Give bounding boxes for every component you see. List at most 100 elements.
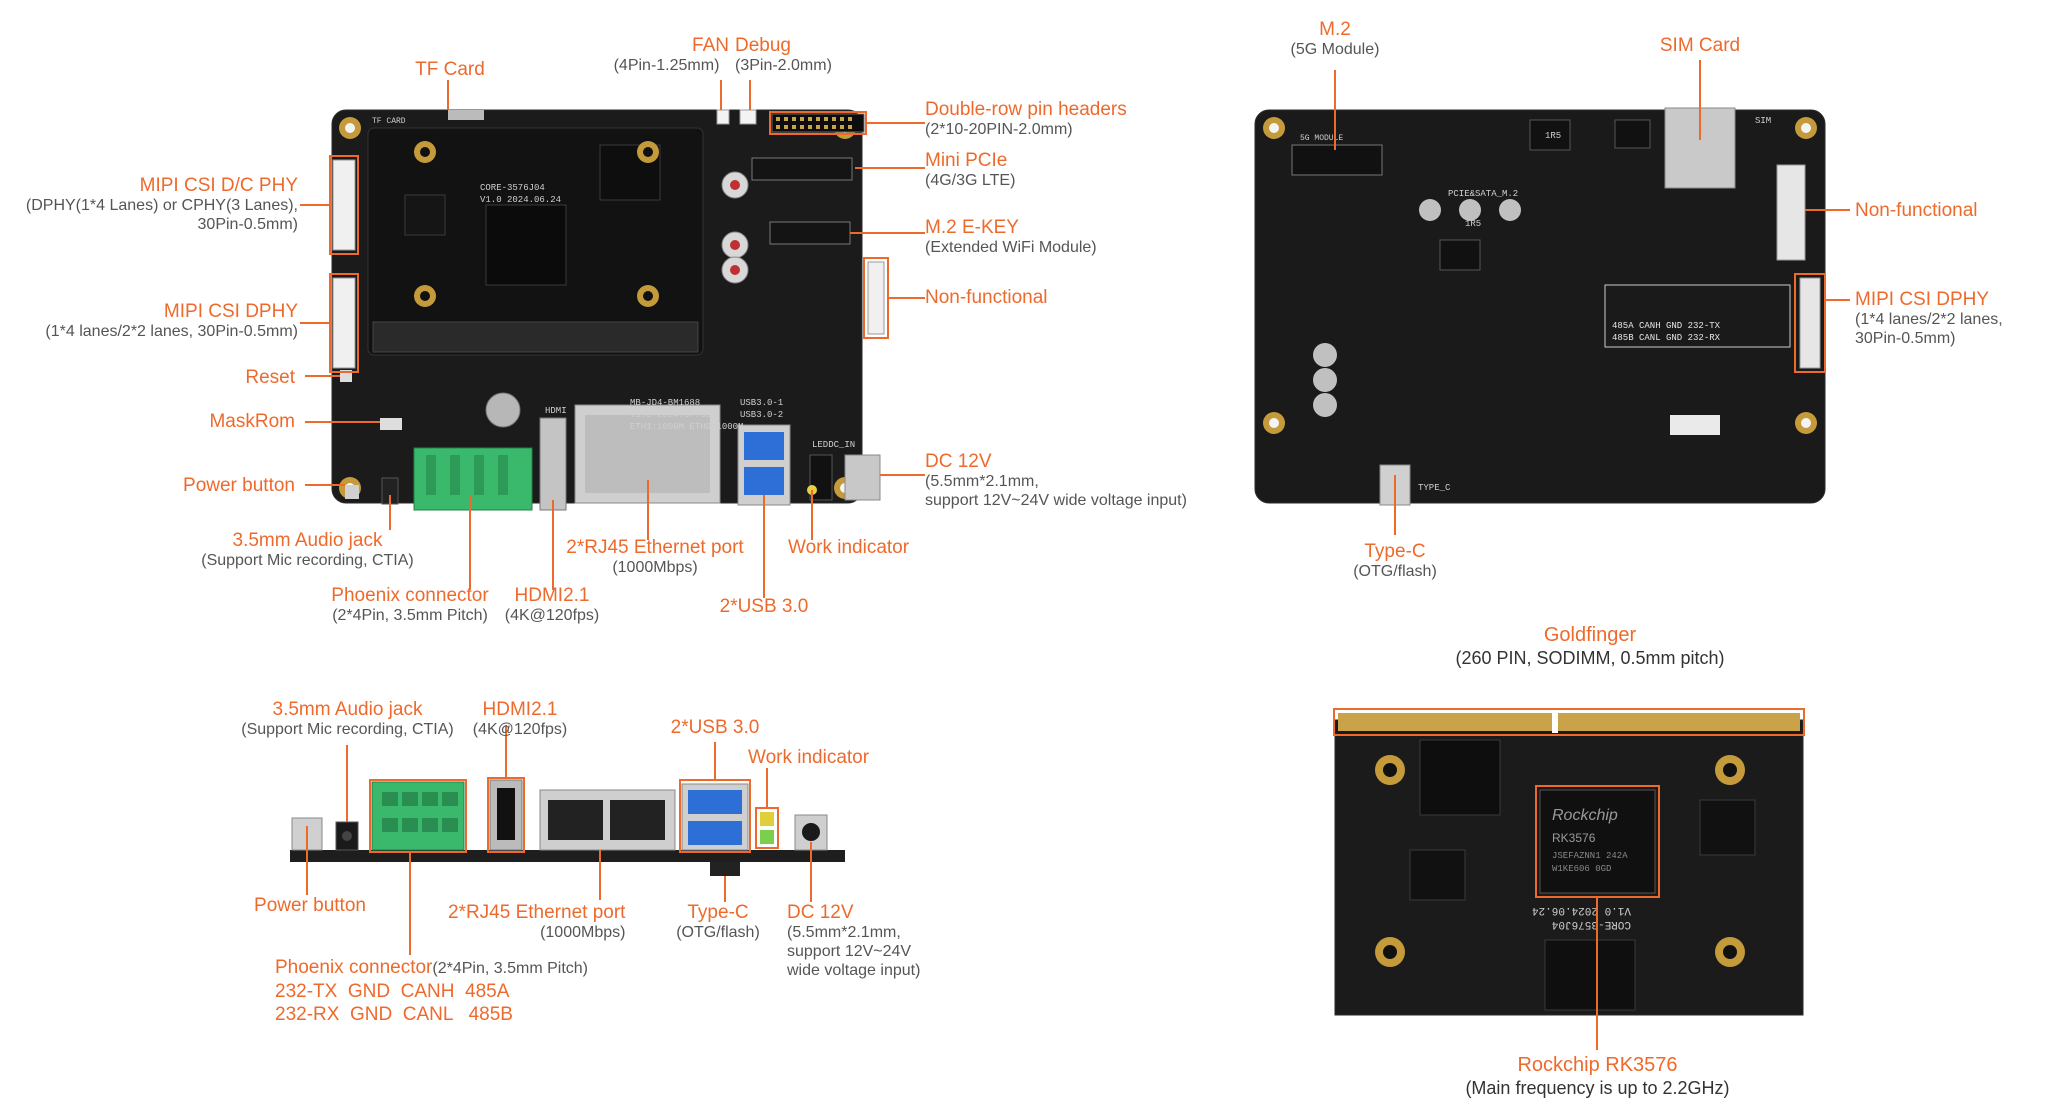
label-dc12v: DC 12V (5.5mm*2.1mm, support 12V~24V wid…	[925, 452, 1187, 509]
chip-code1: JSEFAZNN1 242A	[1552, 851, 1628, 861]
label-hdmi-side: HDMI2.1 (4K@120fps)	[460, 700, 580, 738]
core-module: Rockchip RK3576 JSEFAZNN1 242A W1KE606 0…	[1334, 711, 1804, 1016]
non-functional-back-title: Non-functional	[1855, 200, 1978, 221]
maskrom-title: MaskRom	[209, 411, 295, 432]
phoenix-side-title: Phoenix connector	[275, 957, 433, 978]
label-rk3576: Rockchip RK3576 (Main frequency is up to…	[1420, 1055, 1775, 1097]
silk-hdmi: HDMI	[545, 406, 567, 416]
hdmi-sub: (4K@120fps)	[504, 607, 600, 624]
phoenix-title: Phoenix connector	[331, 585, 489, 606]
usb30-title: 2*USB 3.0	[719, 596, 809, 617]
silk-led: LEDDC_IN	[812, 440, 855, 450]
back-board: 5G MODULE PCIE&SATA_M.2 SIM 485A CANH GN…	[1254, 107, 1826, 506]
label-audio: 3.5mm Audio jack (Support Mic recording,…	[185, 531, 430, 569]
hdmi-side-title: HDMI2.1	[482, 699, 558, 720]
csi-dcphy-sub1: (DPHY(1*4 Lanes) or CPHY(3 Lanes),	[25, 197, 298, 214]
work-indicator-side-title: Work indicator	[748, 747, 870, 768]
silk-typec: TYPE_C	[1418, 483, 1451, 493]
label-sim: SIM Card	[1640, 36, 1760, 55]
work-indicator-title: Work indicator	[788, 537, 910, 558]
label-csi-dphy: MIPI CSI DPHY (1*4 lanes/2*2 lanes, 30Pi…	[10, 302, 298, 340]
label-m2: M.2 (5G Module)	[1275, 20, 1395, 58]
label-mini-pcie: Mini PCIe (4G/3G LTE)	[925, 151, 1015, 189]
tf-card-title: TF Card	[415, 59, 485, 80]
dc12v-side-sub2: support 12V~24V	[787, 943, 912, 960]
phoenix-side-sub: (2*4Pin, 3.5mm Pitch)	[432, 960, 588, 977]
typec-back-title: Type-C	[1364, 541, 1426, 562]
non-functional-front-title: Non-functional	[925, 287, 1048, 308]
silk-core: CORE-3576J04	[480, 183, 545, 193]
typec-side-sub: (OTG/flash)	[676, 924, 760, 941]
m2-ekey-title: M.2 E-KEY	[925, 217, 1019, 238]
label-debug: Debug (3Pin-2.0mm)	[735, 36, 832, 74]
label-typec-side: Type-C (OTG/flash)	[668, 903, 768, 941]
annotation-lines	[300, 60, 1850, 1050]
fan-sub: (4Pin-1.25mm)	[613, 57, 720, 74]
phoenix-side-row2: 232-RX GND CANL 485B	[275, 1004, 513, 1025]
fan-title: FAN	[692, 35, 729, 56]
reset-title: Reset	[245, 367, 295, 388]
phoenix-side-row1: 232-TX GND CANH 485A	[275, 981, 510, 1002]
csi-dcphy-sub2: 30Pin-0.5mm)	[197, 216, 298, 233]
label-usb30: 2*USB 3.0	[704, 597, 824, 616]
silk-ic1: 1R5	[1465, 219, 1481, 229]
debug-sub: (3Pin-2.0mm)	[735, 57, 832, 74]
audio-side-sub: (Support Mic recording, CTIA)	[241, 721, 454, 738]
debug-title: Debug	[735, 35, 791, 56]
dc12v-side-sub1: (5.5mm*2.1mm,	[787, 924, 901, 941]
silk-board: MB-JD4-BM1688	[630, 398, 700, 408]
chip-brand: Rockchip	[1552, 807, 1618, 824]
label-work-indicator-side: Work indicator	[748, 748, 869, 767]
label-usb30-side: 2*USB 3.0	[660, 718, 770, 737]
label-m2-ekey: M.2 E-KEY (Extended WiFi Module)	[925, 218, 1097, 256]
label-csi-dphy-back: MIPI CSI DPHY (1*4 lanes/2*2 lanes, 30Pi…	[1855, 290, 2003, 347]
pin-headers-sub: (2*10-20PIN-2.0mm)	[925, 121, 1073, 138]
csi-dphy-title: MIPI CSI DPHY	[163, 301, 298, 322]
label-work-indicator: Work indicator	[788, 538, 909, 557]
pin-headers-title: Double-row pin headers	[925, 99, 1127, 120]
dc12v-title: DC 12V	[925, 451, 992, 472]
hdmi-title: HDMI2.1	[514, 585, 590, 606]
rk3576-sub: (Main frequency is up to 2.2GHz)	[1465, 1078, 1730, 1098]
m2-sub: (5G Module)	[1290, 41, 1380, 58]
chip-model: RK3576	[1552, 831, 1596, 845]
phoenix-sub: (2*4Pin, 3.5mm Pitch)	[332, 607, 488, 624]
label-maskrom: MaskRom	[130, 412, 295, 431]
label-typec-back: Type-C (OTG/flash)	[1335, 542, 1455, 580]
m2-title: M.2	[1319, 19, 1351, 40]
goldfinger-title: Goldfinger	[1543, 624, 1637, 646]
silk-sim: SIM	[1755, 116, 1771, 126]
chip-code2: W1KE606 0GD	[1552, 864, 1611, 874]
label-phoenix-side: Phoenix connector(2*4Pin, 3.5mm Pitch) 2…	[275, 958, 588, 1024]
audio-title: 3.5mm Audio jack	[232, 530, 383, 551]
label-tf-card: TF Card	[400, 60, 500, 79]
csi-dphy-sub: (1*4 lanes/2*2 lanes, 30Pin-0.5mm)	[45, 323, 298, 340]
silk-tf: TF CARD	[372, 117, 406, 126]
silk-core-ver: V1.0 2024.06.24	[480, 195, 561, 205]
csi-dphy-back-sub1: (1*4 lanes/2*2 lanes,	[1855, 311, 2003, 328]
rk3576-title: Rockchip RK3576	[1517, 1054, 1678, 1076]
label-goldfinger: Goldfinger (260 PIN, SODIMM, 0.5mm pitch…	[1420, 625, 1760, 667]
label-csi-dcphy: MIPI CSI D/C PHY (DPHY(1*4 Lanes) or CPH…	[10, 176, 298, 233]
power-side-title: Power button	[254, 895, 366, 916]
side-view	[290, 779, 845, 876]
dc12v-sub1: (5.5mm*2.1mm,	[925, 473, 1039, 490]
silk-usb1: USB3.0-1	[740, 398, 783, 408]
mini-pcie-title: Mini PCIe	[925, 150, 1008, 171]
rj45-sub: (1000Mbps)	[612, 559, 698, 576]
label-pin-headers: Double-row pin headers (2*10-20PIN-2.0mm…	[925, 100, 1127, 138]
label-phoenix: Phoenix connector (2*4Pin, 3.5mm Pitch)	[320, 586, 500, 624]
silk-pcie-sata: PCIE&SATA_M.2	[1448, 189, 1518, 199]
label-reset: Reset	[130, 368, 295, 387]
typec-side-title: Type-C	[687, 902, 749, 923]
rj45-side-sub: (1000Mbps)	[540, 924, 626, 941]
audio-sub: (Support Mic recording, CTIA)	[201, 552, 414, 569]
csi-dphy-back-sub2: 30Pin-0.5mm)	[1855, 330, 1956, 347]
label-power-side: Power button	[240, 896, 380, 915]
silk-module-name: CORE-3576J04	[1551, 918, 1631, 930]
rj45-title: 2*RJ45 Ethernet port	[566, 537, 744, 558]
audio-side-title: 3.5mm Audio jack	[272, 699, 423, 720]
label-rj45: 2*RJ45 Ethernet port (1000Mbps)	[555, 538, 755, 576]
